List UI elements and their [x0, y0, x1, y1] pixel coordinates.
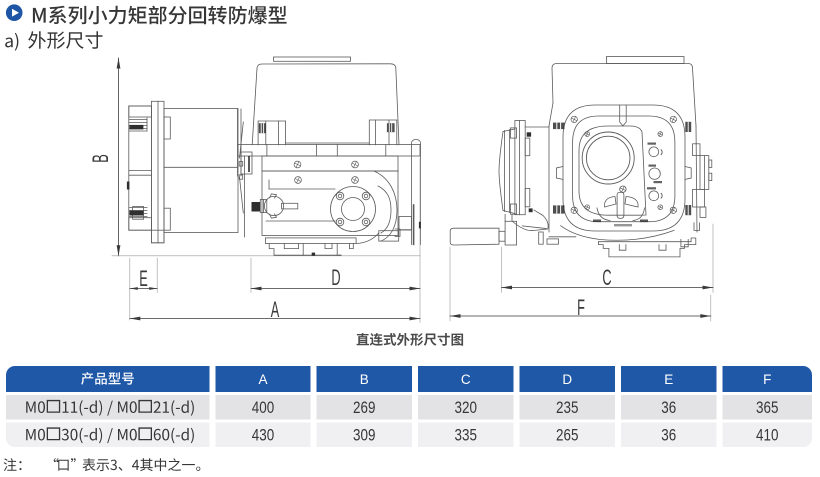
- svg-text:D: D: [562, 372, 572, 387]
- svg-text:309: 309: [353, 426, 375, 445]
- svg-text:400: 400: [252, 399, 274, 418]
- svg-text:F: F: [763, 372, 771, 387]
- svg-text:269: 269: [353, 399, 375, 418]
- svg-text:B: B: [88, 154, 112, 163]
- svg-text:D: D: [331, 265, 340, 289]
- svg-text:B: B: [360, 372, 369, 387]
- svg-text:A: A: [271, 297, 280, 321]
- svg-text:320: 320: [455, 399, 477, 418]
- svg-text:36: 36: [661, 426, 676, 445]
- svg-text:C: C: [602, 265, 611, 289]
- svg-text:F: F: [577, 295, 585, 319]
- svg-text:36: 36: [661, 399, 676, 418]
- svg-text:C: C: [461, 372, 471, 387]
- svg-text:235: 235: [556, 399, 578, 418]
- svg-text:335: 335: [455, 426, 477, 445]
- svg-text:E: E: [664, 372, 673, 387]
- svg-text:410: 410: [756, 426, 778, 445]
- svg-text:430: 430: [252, 426, 274, 445]
- svg-text:E: E: [139, 266, 148, 290]
- svg-text:265: 265: [556, 426, 578, 445]
- svg-text:A: A: [258, 372, 267, 387]
- svg-text:365: 365: [756, 399, 778, 418]
